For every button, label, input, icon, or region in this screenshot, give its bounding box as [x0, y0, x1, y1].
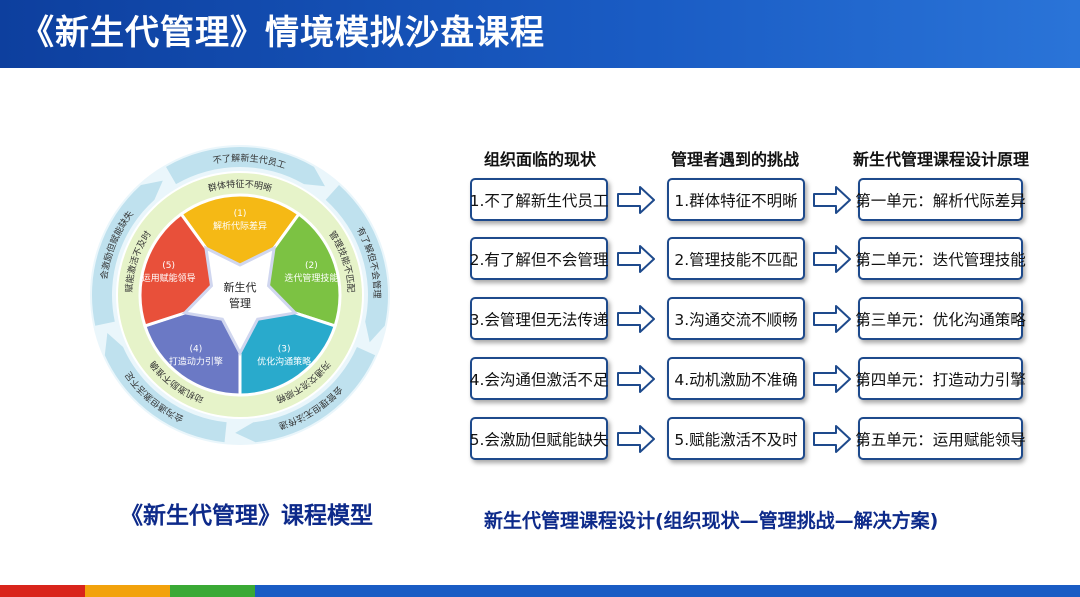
footer-color-segment [85, 585, 170, 597]
model-segment [238, 292, 337, 397]
status-box: 5.会激励但赋能缺失 [470, 417, 608, 460]
challenge-box: 1.群体特征不明晰 [667, 178, 805, 221]
outer-cycle-arrow [91, 180, 163, 326]
unit-box: 第一单元：解析代际差异 [855, 178, 1026, 221]
outer-cycle-arrow [104, 333, 227, 443]
unit-box: 第四单元：打造动力引擎 [855, 357, 1026, 400]
inner-ring-label: 群体特征不明晰 [207, 178, 274, 194]
right-arrow-icon [617, 245, 655, 273]
challenge-box: 2.管理技能不匹配 [667, 237, 805, 280]
segment-number: (3) [278, 345, 291, 355]
segment-number: (2) [305, 261, 318, 271]
header-banner: 《新生代管理》情境模拟沙盘课程 [0, 0, 1080, 68]
footer-color-segment [170, 585, 255, 597]
status-box: 2.有了解但不会管理 [470, 237, 608, 280]
outer-cycle-arrow [235, 347, 376, 443]
center-label: 管理 [229, 296, 251, 310]
right-arrow-icon [813, 186, 851, 214]
model-segment [143, 292, 242, 397]
model-caption: 《新生代管理》课程模型 [120, 503, 373, 529]
footer-color-bar [0, 585, 1080, 597]
segment-label: 优化沟通策略 [257, 356, 311, 368]
status-box: 1.不了解新生代员工 [470, 178, 608, 221]
challenge-box: 5.赋能激活不及时 [667, 417, 805, 460]
unit-box: 第三单元：优化沟通策略 [855, 297, 1026, 340]
header-challenges: 管理者遇到的挑战 [670, 150, 799, 169]
design-caption: 新生代管理课程设计(组织现状—管理挑战—解决方案) [484, 510, 939, 532]
right-arrow-icon [617, 186, 655, 214]
model-segment [179, 193, 301, 298]
course-model-diagram: 新生代管理 (1)解析代际差异 (2)迭代管理技能 (3)优化沟通策略 (4)打造动力引… [90, 145, 390, 445]
center-star [181, 245, 299, 357]
segment-label: 解析代际差异 [213, 220, 267, 232]
status-box: 4.会沟通但激活不足 [470, 357, 608, 400]
center-label: 新生代 [224, 280, 257, 294]
segment-number: (5) [162, 261, 175, 271]
unit-box: 第二单元：迭代管理技能 [855, 237, 1026, 280]
right-arrow-icon [617, 365, 655, 393]
outer-cycle-arrow [166, 146, 325, 187]
right-arrow-icon [813, 425, 851, 453]
challenge-box: 3.沟通交流不顺畅 [667, 297, 805, 340]
right-arrow-icon [617, 425, 655, 453]
unit-box: 第五单元：运用赋能领导 [855, 417, 1026, 460]
outer-cycle-arrow [325, 185, 389, 343]
right-arrow-icon [617, 305, 655, 333]
status-box: 3.会管理但无法传递 [470, 297, 608, 340]
segment-label: 运用赋能领导 [142, 272, 196, 284]
segment-number: (1) [234, 209, 247, 219]
segment-number: (4) [190, 345, 203, 355]
footer-color-segment [0, 585, 85, 597]
right-arrow-icon [813, 245, 851, 273]
right-arrow-icon [813, 305, 851, 333]
header-units: 新生代管理课程设计原理 [853, 150, 1030, 169]
footer-color-segment [255, 585, 1080, 597]
header-status: 组织面临的现状 [483, 150, 596, 169]
challenge-box: 4.动机激励不准确 [667, 357, 805, 400]
page-title: 《新生代管理》情境模拟沙盘课程 [20, 13, 545, 53]
segment-label: 迭代管理技能 [284, 272, 338, 284]
right-arrow-icon [813, 365, 851, 393]
segment-label: 打造动力引擎 [169, 356, 223, 368]
